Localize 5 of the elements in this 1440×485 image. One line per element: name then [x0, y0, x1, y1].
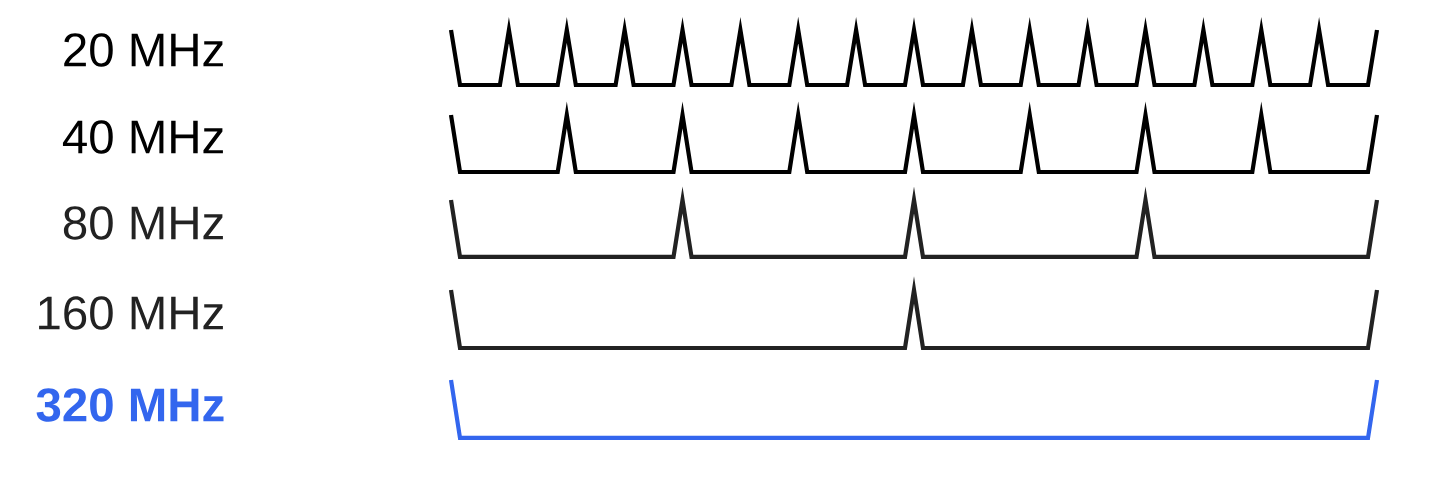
bandwidth-label: 20 MHz [64, 33, 223, 67]
bandwidth-label: 160 MHz [39, 296, 223, 330]
bandwidth-label: 80 MHz [63, 206, 223, 240]
bandwidth-label: 40 MHz [62, 120, 223, 154]
bandwidth-label: 320 MHz [36, 388, 224, 422]
